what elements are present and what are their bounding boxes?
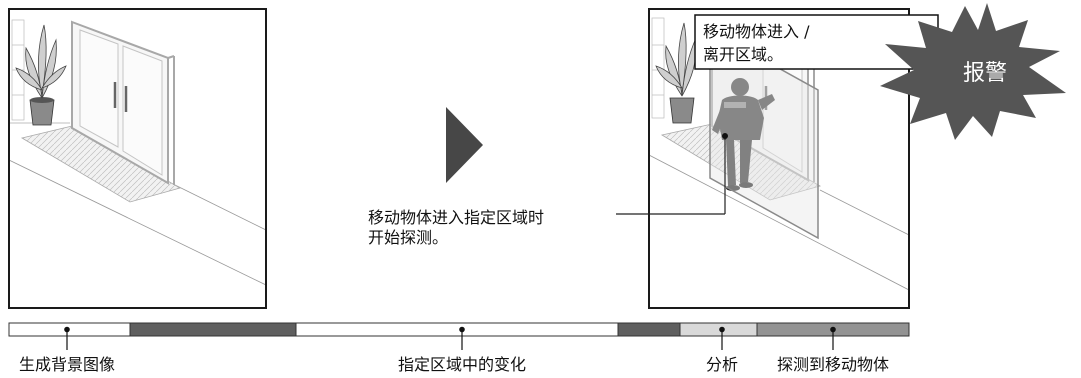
svg-text:移动物体进入 /: 移动物体进入 / [703, 22, 810, 41]
detection-note: 移动物体进入指定区域时 开始探测。 [368, 208, 544, 247]
left-scene-panel [8, 8, 267, 309]
timeline-label: 探测到移动物体 [777, 355, 889, 374]
svg-text:开始探测。: 开始探测。 [368, 228, 448, 247]
timeline-segment [295, 322, 619, 337]
svg-text:移动物体进入指定区域时: 移动物体进入指定区域时 [368, 208, 544, 227]
timeline-label: 指定区域中的变化 [398, 355, 526, 374]
transition-arrow [446, 107, 483, 183]
potted-plant-right [655, 22, 697, 124]
timeline-segment [129, 322, 297, 337]
svg-text:报警: 报警 [963, 61, 1007, 86]
glass-door [71, 20, 175, 185]
potted-plant [15, 24, 67, 126]
detection-zone [709, 28, 819, 240]
timeline-segment [679, 322, 758, 337]
timeline-label: 分析 [706, 355, 738, 374]
timeline-segment [617, 322, 681, 337]
wall-tiles [11, 19, 25, 121]
door-mat [20, 125, 182, 203]
timeline-bar: 生成背景图像 指定区域中的变化 分析 探测到移动物体 [8, 322, 910, 374]
timeline-label: 生成背景图像 [19, 355, 115, 374]
svg-text:离开区域。: 离开区域。 [703, 45, 783, 64]
event-callout: 移动物体进入 / 离开区域。 [694, 14, 939, 70]
alarm-burst: 报警 [880, 3, 1066, 140]
